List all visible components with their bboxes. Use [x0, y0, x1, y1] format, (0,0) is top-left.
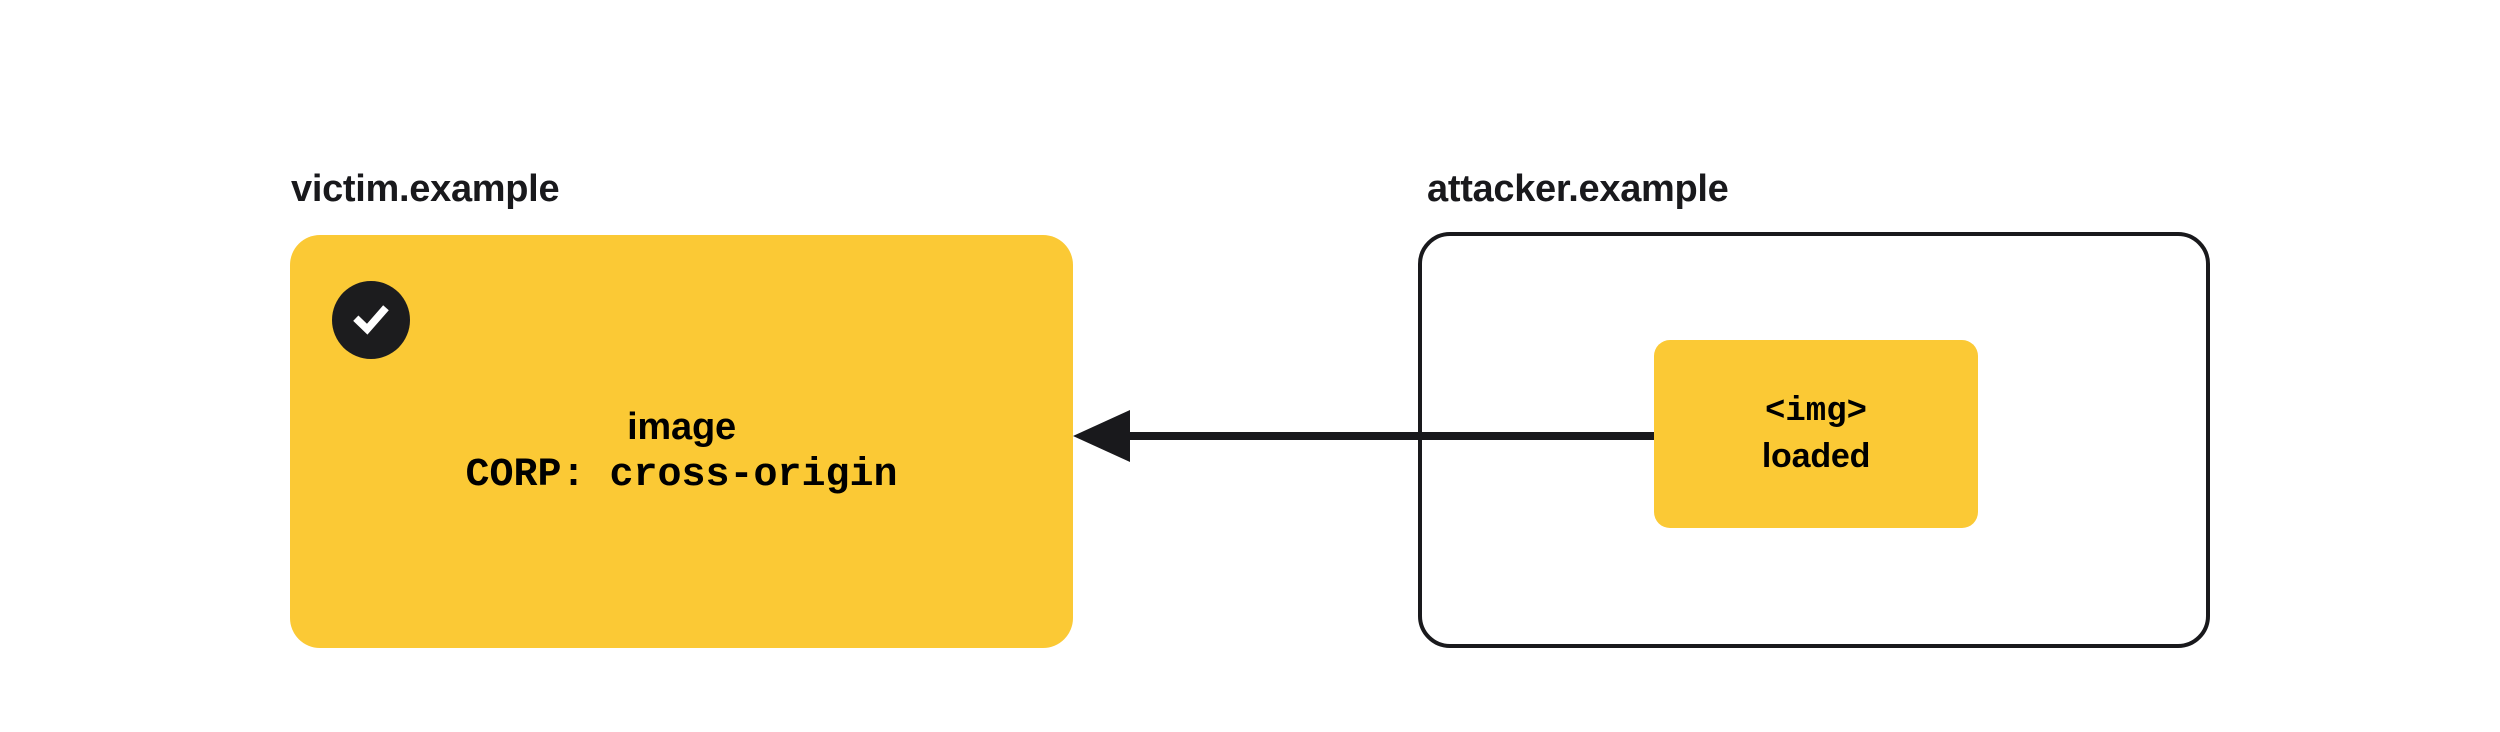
check-circle-icon	[332, 281, 410, 359]
resource-type-label: image	[627, 406, 736, 448]
attacker-origin-label: attacker.example	[1427, 168, 1729, 210]
img-state-label: loaded	[1761, 437, 1871, 475]
img-tag-label: <img>	[1764, 393, 1868, 431]
victim-resource-text: image CORP: cross-origin	[290, 403, 1073, 501]
arrow-head-icon	[1073, 410, 1130, 462]
victim-origin-label: victim.example	[291, 168, 560, 210]
victim-resource-panel: image CORP: cross-origin	[290, 235, 1073, 648]
attacker-page-frame: <img> loaded	[1418, 232, 2210, 648]
corp-header-label: CORP: cross-origin	[465, 453, 898, 498]
img-element-box: <img> loaded	[1654, 340, 1978, 528]
